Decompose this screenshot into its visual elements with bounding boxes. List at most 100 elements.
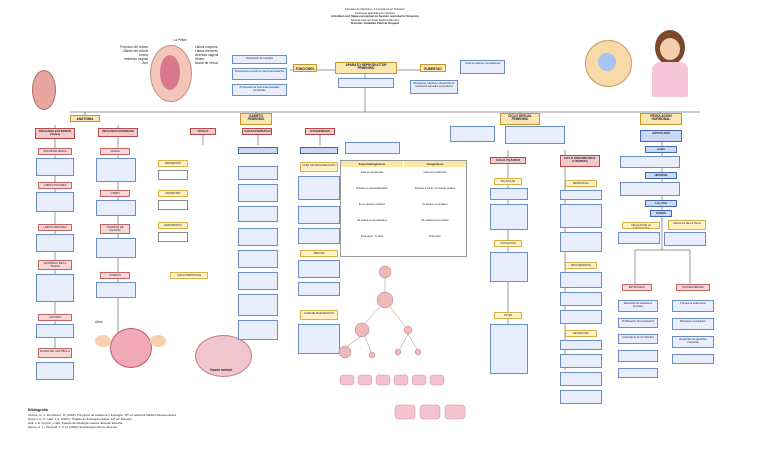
progesterona-item: Mantiene el embarazo xyxy=(672,318,714,330)
interno-desc xyxy=(96,158,136,182)
funciones-item: Proporciona el entorno para la fecundaci… xyxy=(232,68,287,80)
funciones-item: Producción de hormonas sexuales femenina… xyxy=(232,84,287,96)
bibliography: Bibliografía Tortora, G. J., Derrickson,… xyxy=(28,408,408,429)
table-cell: Es un proceso continuo xyxy=(358,203,386,206)
table-head: Espermatogénesis xyxy=(341,161,403,167)
gameto-caracteristicas-node: CARACTERÍSTICAS xyxy=(242,128,272,135)
fase-desc xyxy=(298,282,340,296)
table-cell: Dura aprox. 74 días xyxy=(361,235,383,238)
interno-item: VAGINA xyxy=(100,148,130,155)
label: Ano xyxy=(142,61,148,65)
gameto-desc xyxy=(238,184,278,202)
estrogeno-item: Desarrollo de caracteres sexuales xyxy=(618,300,658,312)
table-intro xyxy=(345,142,400,154)
estrogeno-node: ESTRÓGENO xyxy=(622,284,652,291)
hipotalamo-node: HIPOTÁLAMO xyxy=(640,130,682,142)
ovum-cell xyxy=(338,345,352,359)
endometrial-fase: MENSTRUAL xyxy=(565,180,597,187)
gnrh-node: GnRH xyxy=(645,146,677,153)
fase-desc xyxy=(298,228,340,244)
organos-internos: ÓRGANOS INTERNOS xyxy=(98,128,138,137)
externo-item: BULBO DEL VESTÍBULO xyxy=(38,348,72,358)
ciclo-desc xyxy=(450,126,495,142)
fase-desc xyxy=(560,340,602,350)
polar-body-cell xyxy=(414,348,422,356)
left-labels: Prepucio del clítoris Glande del clítori… xyxy=(108,45,148,65)
fase-desc xyxy=(560,190,602,200)
interno-desc xyxy=(96,238,136,258)
progesterona-node: PROGESTERONA xyxy=(676,284,710,291)
fase-desc xyxy=(298,324,340,354)
gameto-desc xyxy=(238,206,278,222)
table-cell: Produce 4 espermatozoides xyxy=(356,187,388,190)
label: Monte de Venus xyxy=(195,61,219,65)
ovario-label: Ovario normal xyxy=(210,368,232,372)
utero-capa: MIOMETRIO xyxy=(158,190,188,197)
center-description xyxy=(338,78,394,88)
vulva-inner-illustration xyxy=(160,55,180,90)
table-cell: Dura años xyxy=(429,235,441,238)
organos-externos: ÓRGANOS EXTERNOS (Vulva) xyxy=(35,128,75,139)
label: Vestíbulo vaginal xyxy=(123,57,148,61)
externo-item: LABIOS MAYORES xyxy=(38,182,72,189)
header-line: Actividad oral: Mapa conceptual de Apara… xyxy=(330,14,419,19)
table-head: Ovogénesis xyxy=(404,161,466,167)
bibliography-item: Moore, K. L., Persaud, T. V. N. (2020). … xyxy=(28,425,118,429)
externo-desc xyxy=(36,192,74,212)
header-block: Facultad de Medicina - Licenciatura en N… xyxy=(300,7,450,26)
externo-item: LABIOS MENORES xyxy=(38,224,72,231)
fase-desc xyxy=(560,292,602,306)
caracteristicas-node: CARACTERÍSTICAS xyxy=(170,272,208,279)
table-cell: Produce 1 óvulo y 3 cuerpos polares xyxy=(414,187,456,190)
fase-desc xyxy=(560,372,602,386)
interno-item: OVARIOS xyxy=(100,272,130,279)
estrogeno-desc xyxy=(618,368,658,378)
bibliography-item: Hall, J. E. Guyton y Hall. Tratado de fi… xyxy=(28,421,124,425)
externo-item: VESTÍBULO DE LA VAGINA xyxy=(38,260,72,270)
label: Himen xyxy=(195,57,205,61)
interno-desc xyxy=(96,200,136,216)
gonadotropinas-node: LH y FSH xyxy=(645,200,677,207)
ovario-node: OVARIO xyxy=(650,210,672,217)
fase-desc xyxy=(560,272,602,288)
ovario-illustration xyxy=(195,335,252,377)
utero-illustration xyxy=(110,328,152,368)
estrogeno-desc xyxy=(618,350,658,362)
oocyte-illustration xyxy=(598,53,616,71)
estrogeno-item: Proliferación del endometrio xyxy=(618,318,658,328)
interno-item: ÚTERO xyxy=(100,190,130,197)
externo-desc xyxy=(36,362,74,380)
table-cell: Se realiza en los ovarios xyxy=(421,219,449,222)
header-line: Docente: Anabelén Patricia Oropeza xyxy=(350,21,400,26)
label: Prepucio del clítoris xyxy=(120,45,148,49)
fase-desc xyxy=(298,206,340,224)
fase-desc xyxy=(298,260,340,278)
primary-oocyte-cell xyxy=(376,291,394,309)
vulva-small-illustration xyxy=(32,70,56,110)
oogonia-cell xyxy=(378,265,392,279)
right-labels: Labios mayores Labios menores Abertura v… xyxy=(195,45,235,65)
funciones-node: FUNCIONES xyxy=(293,64,317,72)
header-line: Susana Carmen Arias Medina Ramírez xyxy=(350,17,400,22)
gameto-desc xyxy=(238,166,278,180)
label: Glande del clítoris xyxy=(122,49,148,53)
externo-desc xyxy=(36,324,74,338)
table-cell: Se realiza en los testículos xyxy=(357,219,387,222)
endometrial-fase: SECRETORA xyxy=(565,330,597,337)
interno-item: TROMPAS DE FALOPIO xyxy=(100,224,130,234)
estrogeno-item: Crecimiento de los folículos xyxy=(618,334,658,344)
gameto-desc xyxy=(238,294,278,316)
header-line: Facultad de Medicina - Licenciatura en N… xyxy=(345,7,405,11)
gameto-node: GAMETO FEMENINO xyxy=(240,113,272,125)
fase-desc xyxy=(490,188,528,200)
meiosis-node: MEIOSIS xyxy=(300,250,338,257)
utero-capa: PERIMETRIO xyxy=(158,160,188,167)
ovulo-node: ÓVULO xyxy=(190,128,216,135)
fase-desc xyxy=(560,354,602,368)
anatomia-node: ANATOMIA xyxy=(70,115,100,122)
bibliography-item: Tortora, G. J., Derrickson, B. (2018). P… xyxy=(28,413,177,417)
externo-desc xyxy=(36,234,74,252)
fase-desc xyxy=(560,232,602,252)
hipotalamo-desc xyxy=(620,156,680,168)
granulosa-desc xyxy=(618,232,660,244)
